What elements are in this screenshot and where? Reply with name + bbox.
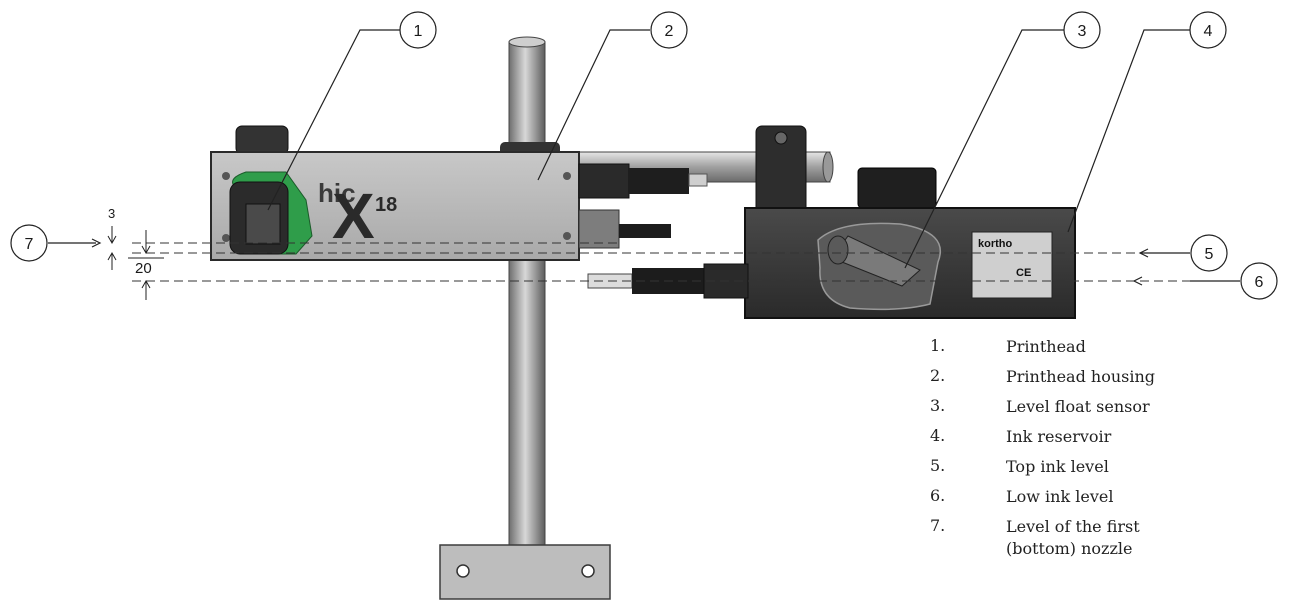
- legend-number: 4.: [930, 426, 946, 445]
- callout-5: 5: [1190, 234, 1228, 272]
- callout-6: 6: [1240, 262, 1278, 300]
- callout-4-label: 4: [1204, 23, 1213, 40]
- legend-item: 4. Ink reservoir: [930, 426, 1270, 456]
- dimension-gap: 3: [108, 206, 115, 221]
- mounting-pole: [508, 36, 546, 573]
- legend-text: Level of the first (bottom) nozzle: [1006, 517, 1140, 558]
- callout-3-label: 3: [1078, 23, 1087, 40]
- legend-item: 6. Low ink level: [930, 486, 1270, 516]
- legend-text: Ink reservoir: [1006, 427, 1112, 446]
- legend-item: 3. Level float sensor: [930, 396, 1270, 426]
- housing-brand-text: hic: [318, 178, 356, 208]
- legend-text: Printhead: [1006, 337, 1086, 356]
- level-lines: [132, 242, 1190, 282]
- legend-number: 1.: [930, 336, 946, 355]
- reservoir-label-mark: CE: [1016, 267, 1031, 279]
- dimension-offset: 20: [135, 260, 152, 277]
- leader-lines: [48, 29, 1240, 286]
- legend-text: Low ink level: [1006, 487, 1114, 506]
- legend-item: 7. Level of the first (bottom) nozzle: [930, 516, 1270, 564]
- parts-legend: 1. Printhead 2. Printhead housing 3. Lev…: [930, 336, 1270, 564]
- callout-1-label: 1: [414, 23, 423, 40]
- legend-text: Printhead housing: [1006, 367, 1156, 386]
- callout-6-label: 6: [1255, 274, 1264, 291]
- legend-number: 6.: [930, 486, 946, 505]
- legend-item: 1. Printhead: [930, 336, 1270, 366]
- callout-5-label: 5: [1205, 246, 1214, 263]
- housing-model-number: 18: [375, 194, 397, 216]
- legend-text: Level float sensor: [1006, 397, 1150, 416]
- callout-2: 2: [650, 11, 688, 49]
- housing-connectors: [578, 163, 708, 249]
- legend-number: 7.: [930, 516, 946, 535]
- legend-number: 5.: [930, 456, 946, 475]
- legend-number: 3.: [930, 396, 946, 415]
- callout-3: 3: [1063, 11, 1101, 49]
- level-float-sensor: [827, 235, 921, 287]
- legend-item: 5. Top ink level: [930, 456, 1270, 486]
- base-plate: [439, 544, 611, 600]
- callout-2-label: 2: [665, 23, 674, 40]
- callout-7: 7: [10, 224, 48, 262]
- callout-1: 1: [399, 11, 437, 49]
- legend-text: Top ink level: [1006, 457, 1109, 476]
- legend-item: 2. Printhead housing: [930, 366, 1270, 396]
- reservoir-label-brand: kortho: [978, 238, 1013, 250]
- dimension-annotations: 3 20: [107, 206, 164, 300]
- callout-4: 4: [1189, 11, 1227, 49]
- legend-number: 2.: [930, 366, 946, 385]
- housing-model-letter: X: [332, 180, 375, 252]
- callout-7-label: 7: [25, 236, 34, 253]
